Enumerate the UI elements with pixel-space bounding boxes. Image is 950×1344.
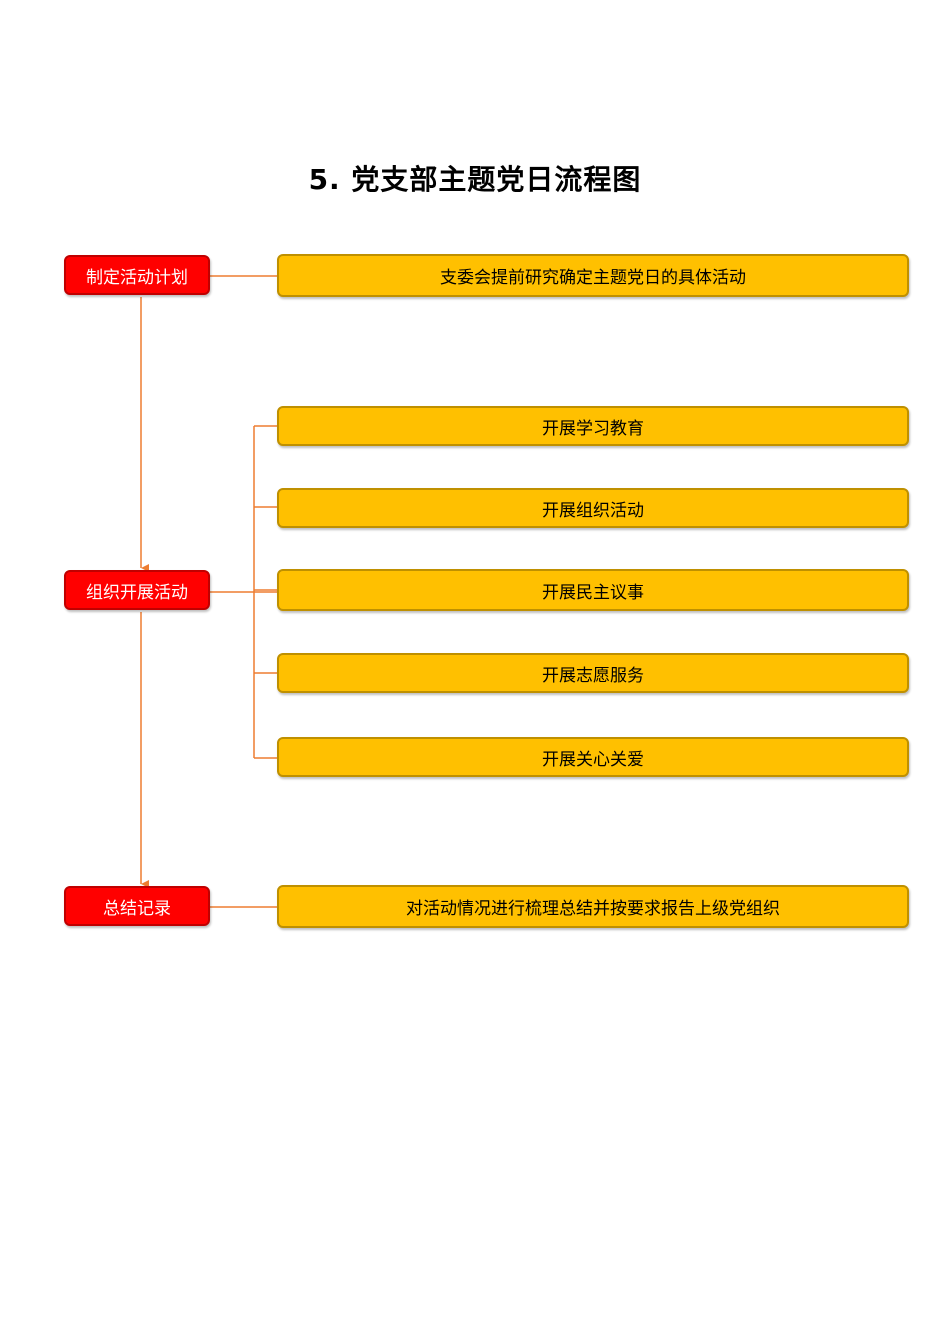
page-title: 5. 党支部主题党日流程图 <box>308 163 642 196</box>
detail-summary: 对活动情况进行梳理总结并按要求报告上级党组织 <box>277 885 909 928</box>
detail-study-education: 开展学习教育 <box>277 406 909 446</box>
detail-organization-activity: 开展组织活动 <box>277 488 909 528</box>
step-organize-activity: 组织开展活动 <box>64 570 210 610</box>
detail-democratic-discussion: 开展民主议事 <box>277 569 909 611</box>
step-summary-record: 总结记录 <box>64 886 210 926</box>
detail-care: 开展关心关爱 <box>277 737 909 777</box>
detail-plan: 支委会提前研究确定主题党日的具体活动 <box>277 254 909 297</box>
detail-volunteer-service: 开展志愿服务 <box>277 653 909 693</box>
step-plan-activity: 制定活动计划 <box>64 255 210 295</box>
